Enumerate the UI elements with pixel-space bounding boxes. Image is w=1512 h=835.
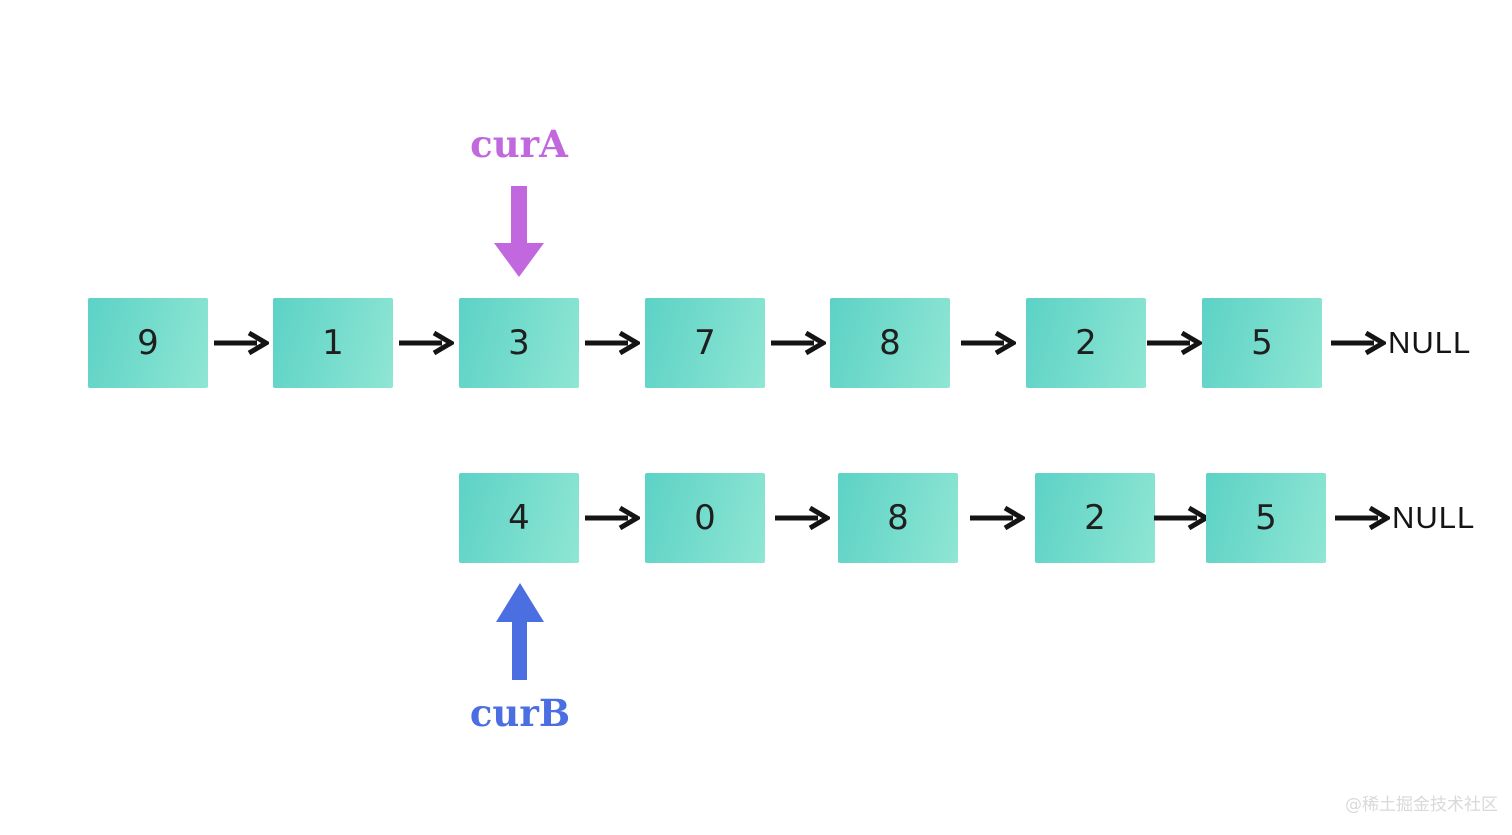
- next-pointer-arrow-icon: [398, 330, 454, 356]
- list-node: 2: [1035, 473, 1155, 563]
- next-pointer-arrow-icon: [584, 330, 640, 356]
- next-pointer-arrow-icon: [213, 330, 269, 356]
- node-value: 2: [1084, 498, 1106, 538]
- next-pointer-arrow-icon: [770, 330, 826, 356]
- node-value: 9: [137, 323, 159, 363]
- null-label: NULL: [1392, 500, 1476, 535]
- list-node: 7: [645, 298, 765, 388]
- curB-arrowhead-up-icon: [496, 583, 544, 622]
- next-pointer-arrow-icon: [584, 505, 640, 531]
- null-arrow-icon: [1334, 505, 1390, 531]
- next-pointer-arrow-icon: [960, 330, 1016, 356]
- list-node: 8: [830, 298, 950, 388]
- next-pointer-arrow-icon: [1146, 330, 1202, 356]
- node-value: 5: [1251, 323, 1273, 363]
- node-value: 5: [1255, 498, 1277, 538]
- next-pointer-arrow-icon: [774, 505, 830, 531]
- node-value: 7: [694, 323, 716, 363]
- list-node: 5: [1206, 473, 1326, 563]
- list-node: 8: [838, 473, 958, 563]
- node-value: 8: [879, 323, 901, 363]
- curA-pointer-label: curA: [470, 122, 568, 166]
- node-value: 8: [887, 498, 909, 538]
- list-node: 3: [459, 298, 579, 388]
- list-node: 2: [1026, 298, 1146, 388]
- list-node: 4: [459, 473, 579, 563]
- node-value: 2: [1075, 323, 1097, 363]
- node-value: 3: [508, 323, 530, 363]
- curA-arrowhead-down-icon: [494, 243, 544, 277]
- next-pointer-arrow-icon: [1153, 505, 1209, 531]
- curA-arrow-down-icon: [511, 186, 527, 244]
- list-node: 9: [88, 298, 208, 388]
- watermark: @稀土掘金技术社区: [1345, 795, 1498, 815]
- list-node: 5: [1202, 298, 1322, 388]
- next-pointer-arrow-icon: [969, 505, 1025, 531]
- curB-arrow-up-icon: [512, 620, 527, 680]
- null-label: NULL: [1388, 325, 1472, 360]
- list-node: 0: [645, 473, 765, 563]
- node-value: 0: [694, 498, 716, 538]
- node-value: 1: [322, 323, 344, 363]
- curB-pointer-label: curB: [469, 691, 571, 735]
- node-value: 4: [508, 498, 530, 538]
- list-node: 1: [273, 298, 393, 388]
- null-arrow-icon: [1330, 330, 1386, 356]
